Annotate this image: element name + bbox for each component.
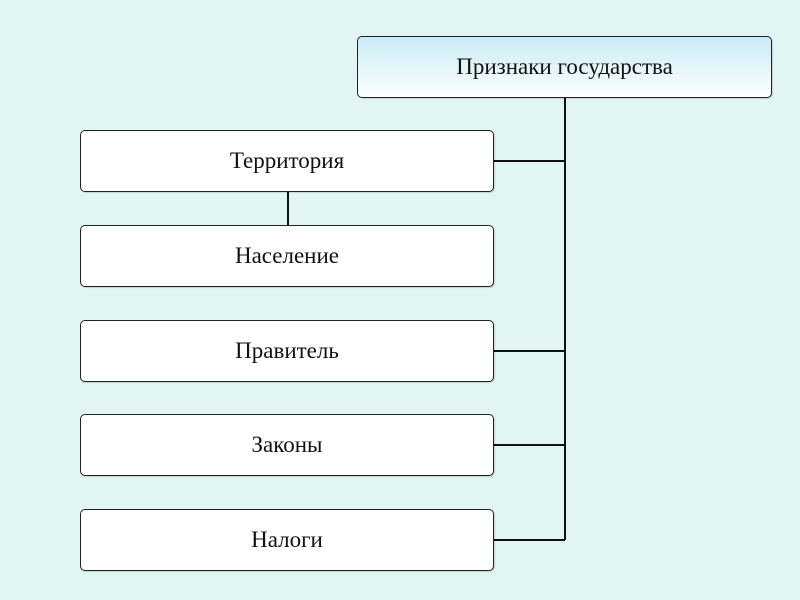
root-node-label: Признаки государства	[456, 54, 673, 79]
node-box-taxes: Налоги	[80, 509, 494, 571]
node-box-ruler: Правитель	[80, 320, 494, 382]
root-node-box: Признаки государства	[357, 36, 772, 98]
node-label-taxes: Налоги	[251, 527, 323, 552]
node-box-territory: Территория	[80, 130, 494, 192]
node-label-ruler: Правитель	[235, 338, 339, 363]
node-label-laws: Законы	[251, 432, 323, 457]
node-box-laws: Законы	[80, 414, 494, 476]
node-box-population: Население	[80, 225, 494, 287]
node-label-population: Население	[234, 243, 340, 268]
node-label-territory: Территория	[229, 148, 345, 173]
